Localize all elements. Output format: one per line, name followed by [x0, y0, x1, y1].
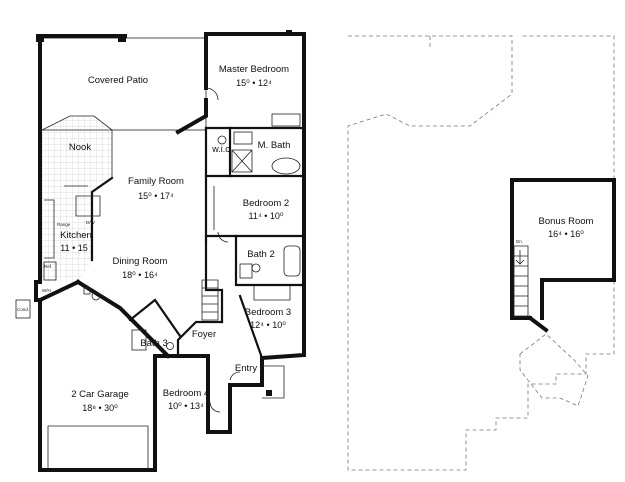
kitchen-label: Kitchen	[60, 230, 92, 241]
wic-label: w.i.c	[211, 144, 230, 154]
garage-label: 2 Car Garage	[71, 389, 129, 400]
bath3-label: Bath 3	[140, 338, 167, 349]
dw-label: D/W	[86, 220, 96, 225]
garage-dims: 18⁸ • 30⁰	[82, 403, 118, 413]
family-room-dims: 15⁰ • 17⁴	[138, 191, 174, 201]
bedroom2-dims: 11⁴ • 10⁰	[249, 211, 284, 221]
bedroom4-label: Bedroom 4	[163, 388, 209, 399]
family-room-label: Family Room	[128, 176, 184, 187]
bedroom3-label: Bedroom 3	[245, 307, 291, 318]
exterior-walls	[34, 32, 306, 472]
dining-room-label: Dining Room	[113, 256, 168, 267]
bonus-room-dims: 16⁴ • 16⁰	[548, 229, 584, 239]
lower-roof-outline	[519, 333, 589, 407]
fixtures	[15, 30, 301, 470]
wh-label: W/H	[42, 288, 51, 293]
covered-patio-label: Covered Patio	[88, 75, 148, 86]
m-bath-label: M. Bath	[258, 140, 291, 151]
stair-down-label: Dn.	[516, 239, 523, 244]
bonus-room-label: Bonus Room	[539, 216, 594, 227]
interior-walls	[90, 126, 306, 360]
cond-label: Cond.	[17, 307, 29, 312]
bedroom2-label: Bedroom 2	[243, 198, 289, 209]
kitchen-dims: 11 • 15	[60, 243, 88, 253]
second-floor: Dn. Bonus Room 16⁴ • 16⁰	[347, 35, 616, 471]
entry-label: Entry	[235, 363, 257, 374]
first-floor: Covered Patio Master Bedroom 15⁰ • 12⁴ N…	[15, 30, 306, 472]
dining-room-dims: 18⁰ • 16⁴	[122, 270, 158, 280]
bedroom4-dims: 10⁰ • 13⁴	[168, 401, 204, 411]
nook-label: Nook	[69, 142, 91, 153]
bedroom3-dims: 12⁴ • 10⁰	[250, 320, 286, 330]
ref-label: Ref.	[44, 264, 52, 269]
bath2-label: Bath 2	[247, 249, 274, 260]
master-bedroom-label: Master Bedroom	[219, 64, 289, 75]
master-bedroom-dims: 15⁰ • 12⁴	[236, 78, 272, 88]
roof-outline	[347, 35, 615, 471]
range-label: Range	[57, 222, 71, 227]
foyer-label: Foyer	[192, 329, 216, 340]
